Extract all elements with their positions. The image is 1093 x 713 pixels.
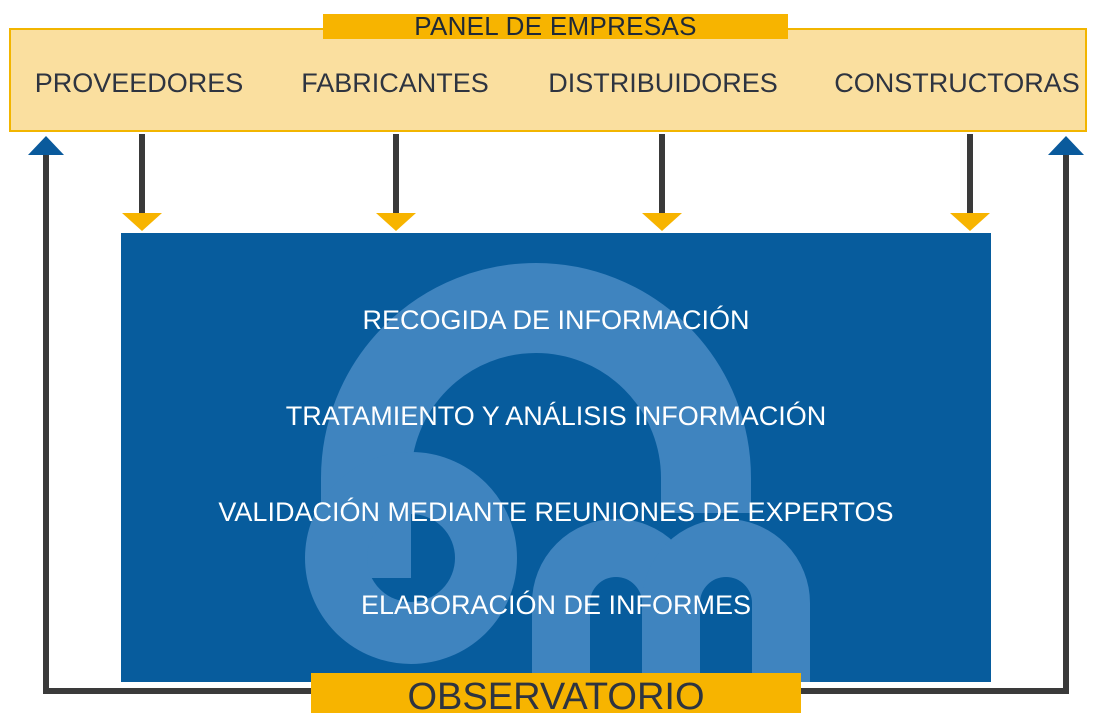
arrow-distribuidores — [642, 134, 682, 231]
om-logo-watermark-icon — [305, 263, 810, 682]
panel-de-empresas — [9, 28, 1087, 132]
panel-title: PANEL DE EMPRESAS — [323, 13, 788, 39]
arrow-fabricantes — [376, 134, 416, 231]
step-recogida: RECOGIDA DE INFORMACIÓN — [362, 305, 750, 335]
step-validacion: VALIDACIÓN MEDIANTE REUNIONES DE EXPERTO… — [218, 497, 894, 527]
arrowhead-down-icon — [122, 213, 162, 231]
process-box: RECOGIDA DE INFORMACIÓN TRATAMIENTO Y AN… — [121, 233, 991, 682]
arrowhead-up-icon — [28, 136, 64, 155]
arrowhead-down-icon — [376, 213, 416, 231]
arrowhead-down-icon — [950, 213, 990, 231]
feedback-loop-left — [28, 136, 311, 694]
company-proveedores: PROVEEDORES — [34, 68, 244, 98]
company-constructoras: CONSTRUCTORAS — [834, 68, 1080, 98]
arrowhead-up-icon — [1048, 136, 1084, 155]
feedback-loop-right — [801, 136, 1084, 694]
company-distribuidores: DISTRIBUIDORES — [548, 68, 778, 98]
step-elaboracion: ELABORACIÓN DE INFORMES — [360, 590, 752, 620]
arrowhead-down-icon — [642, 213, 682, 231]
observatorio-label: OBSERVATORIO — [311, 673, 801, 713]
arrow-constructoras — [950, 134, 990, 231]
arrow-proveedores — [122, 134, 162, 231]
step-tratamiento: TRATAMIENTO Y ANÁLISIS INFORMACIÓN — [285, 401, 827, 431]
company-fabricantes: FABRICANTES — [301, 68, 489, 98]
